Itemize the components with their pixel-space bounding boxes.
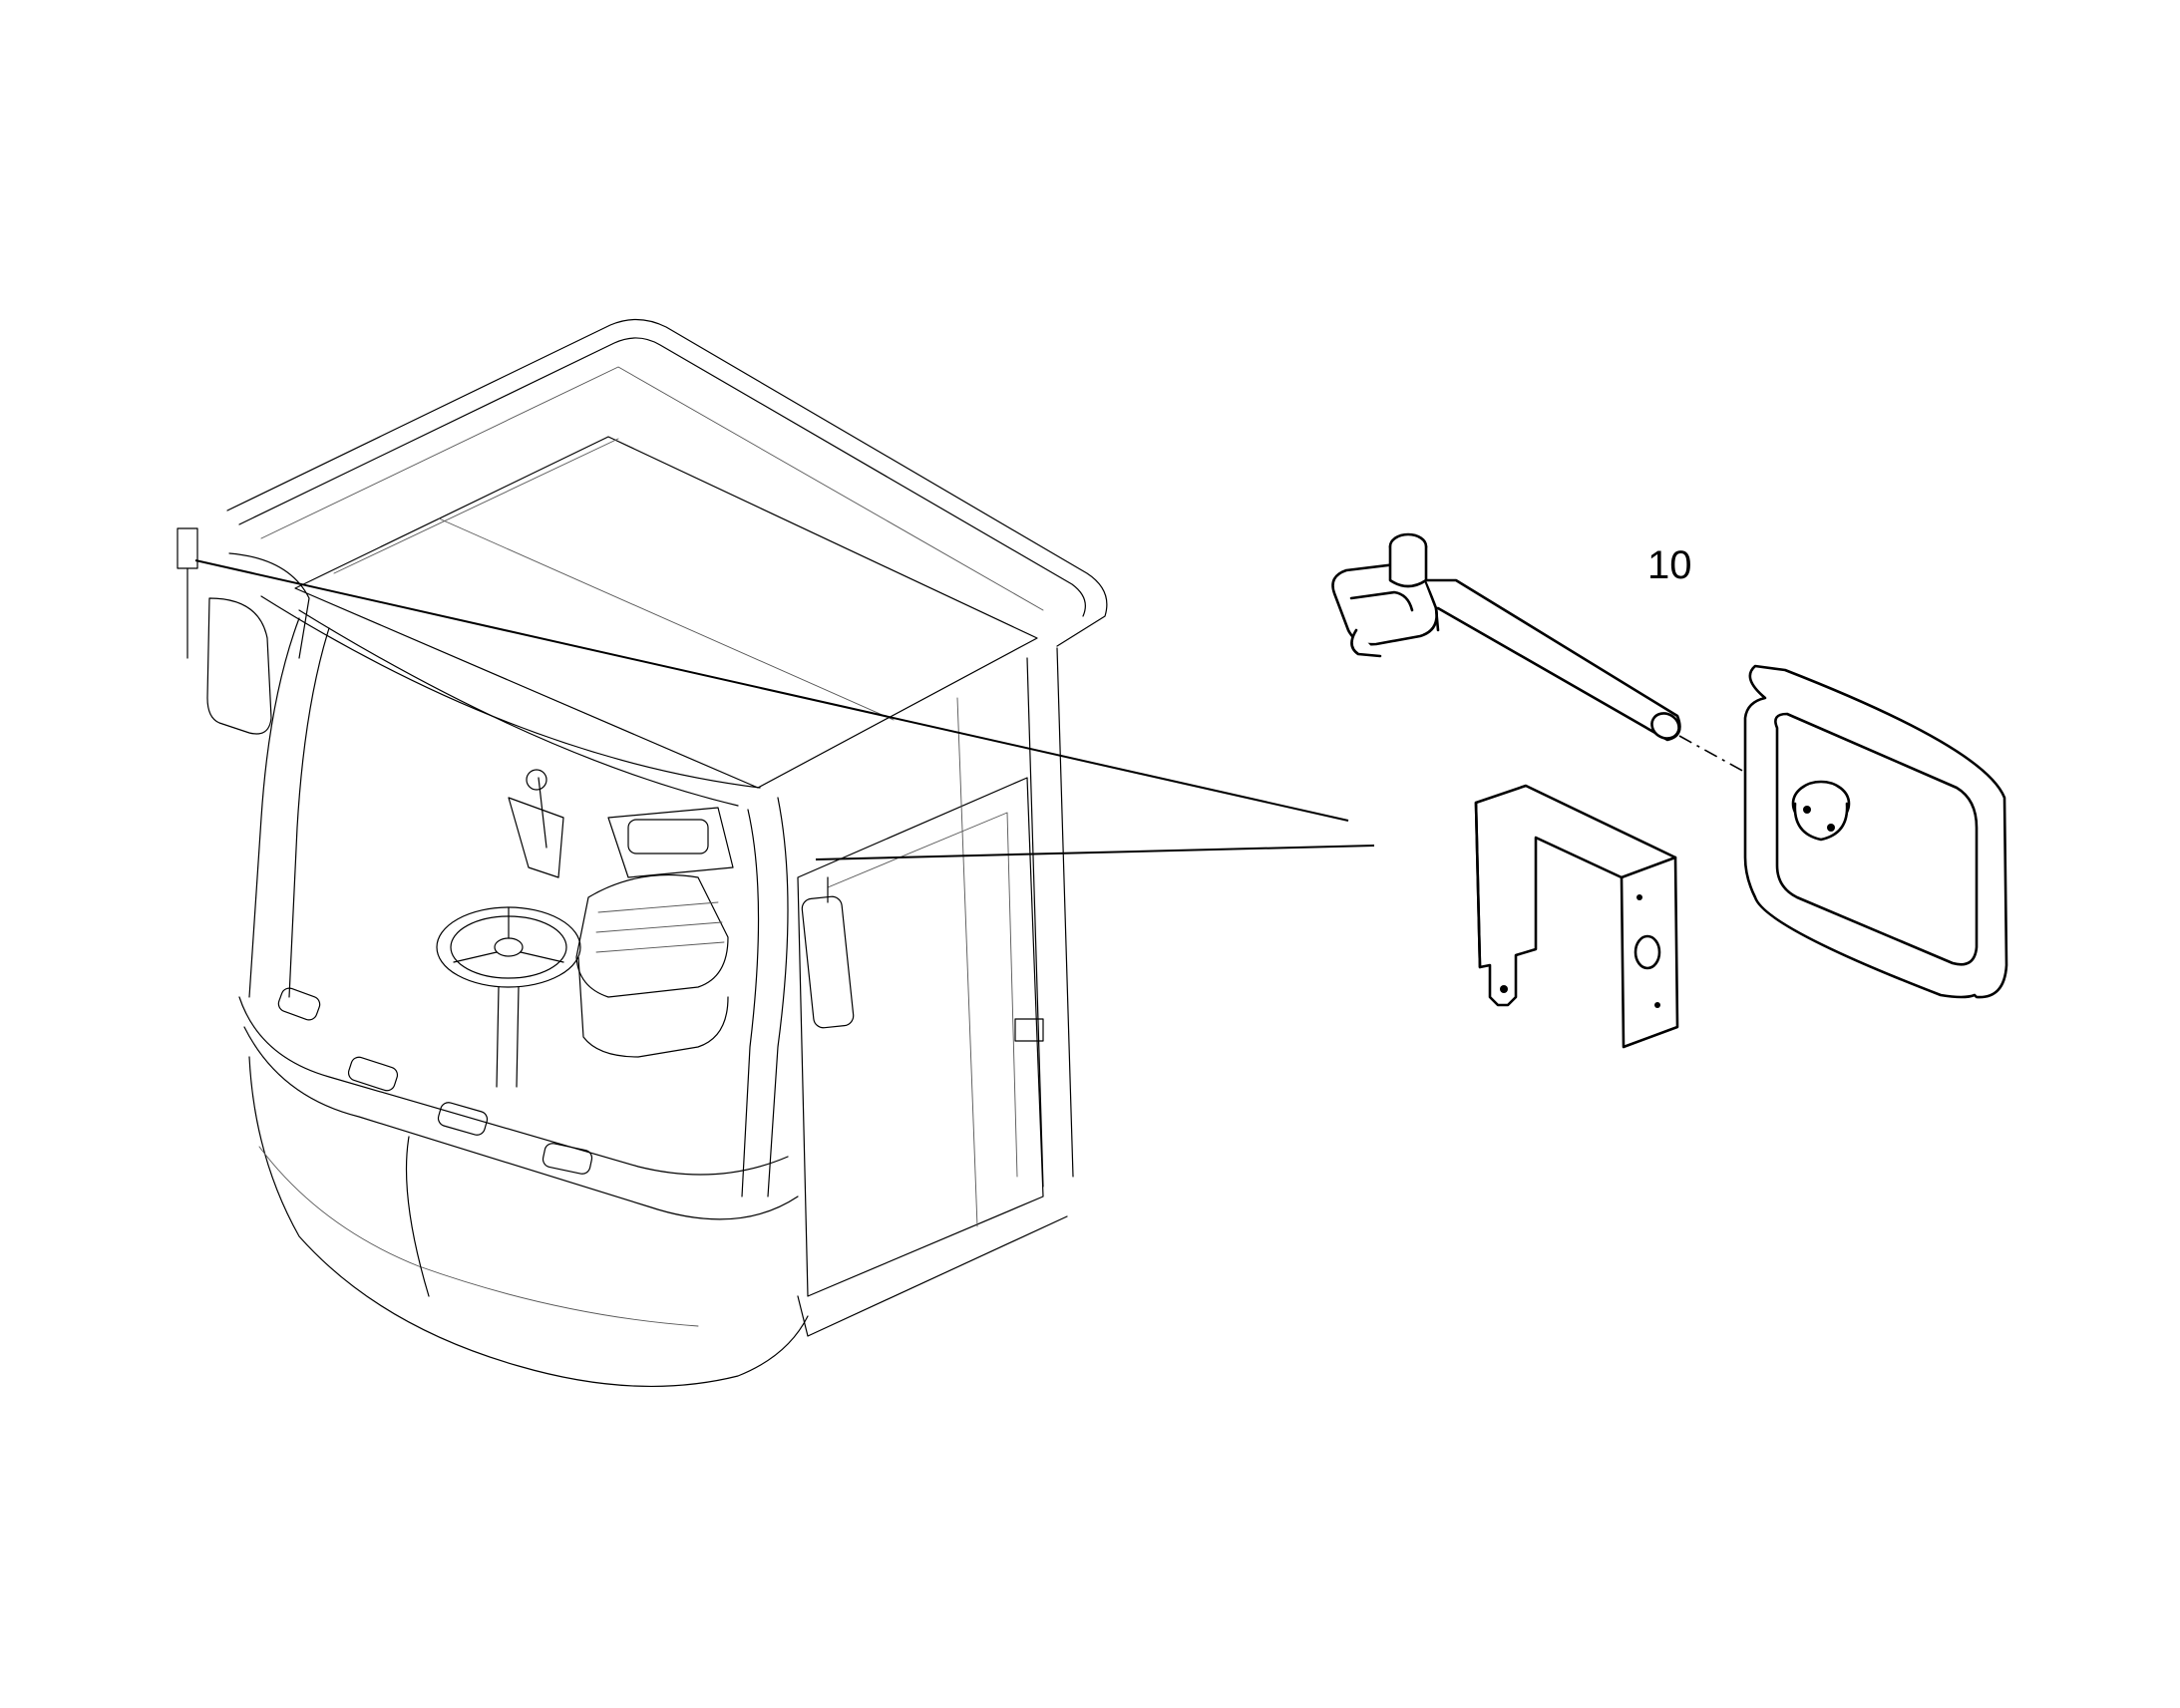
mirror-head xyxy=(1743,664,2008,999)
mirror-assembly-parts xyxy=(1331,532,2008,1049)
mirror-clamp xyxy=(1331,532,1438,658)
mirror-arm xyxy=(1424,578,1681,742)
callout-mirror-assembly: 10 xyxy=(1647,543,1692,587)
leader-lines xyxy=(194,559,1375,860)
cab-illustration xyxy=(177,318,1108,1387)
mirror-bracket xyxy=(1474,784,1679,1049)
